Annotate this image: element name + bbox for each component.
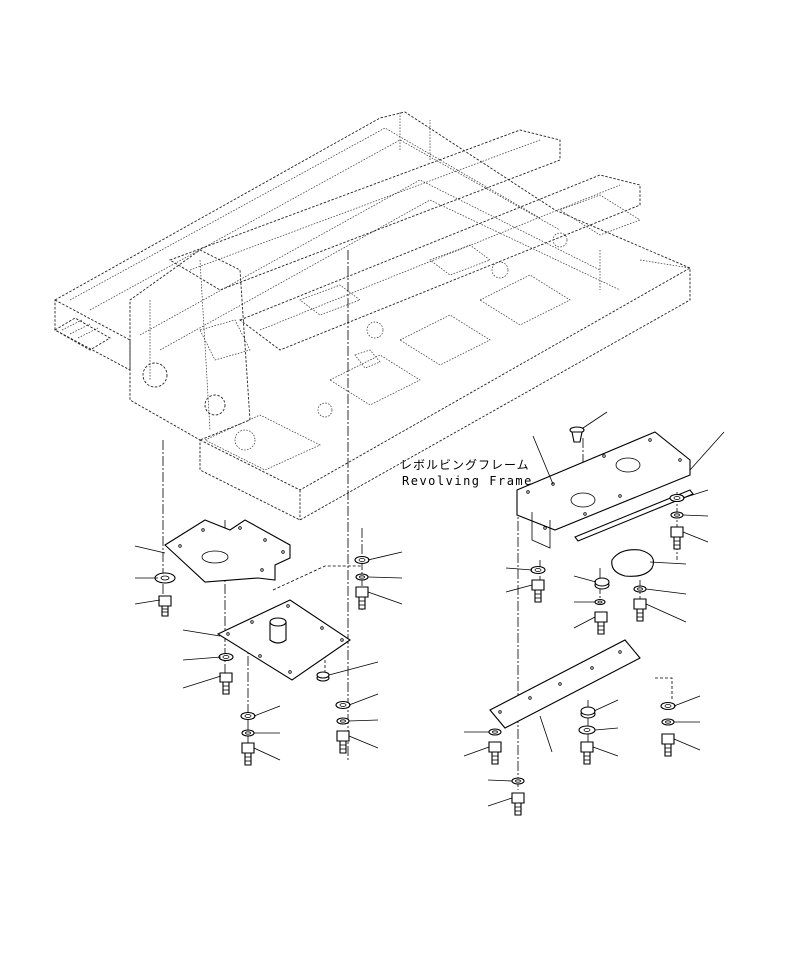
washer-center-2[interactable]	[335, 700, 351, 725]
bolt-right-4[interactable]	[633, 598, 647, 622]
washer-right-5[interactable]	[578, 706, 596, 735]
washer-right-7[interactable]	[488, 728, 502, 736]
pin-top-right[interactable]	[569, 426, 585, 443]
bolt-right-7[interactable]	[488, 741, 502, 765]
washer-right-8[interactable]	[511, 777, 525, 785]
bolt-right-8[interactable]	[511, 792, 525, 816]
washer-left-2[interactable]	[218, 652, 234, 662]
leader-lines	[134, 411, 725, 807]
seal-strip-right[interactable]	[574, 489, 694, 542]
washer-right-3[interactable]	[594, 577, 610, 606]
bolt-left-3[interactable]	[241, 742, 255, 766]
bolt-left-2[interactable]	[219, 672, 233, 695]
washer-right-6[interactable]	[660, 701, 676, 726]
washer-center-1[interactable]	[354, 555, 370, 581]
nut-left-center[interactable]	[316, 671, 330, 682]
frame-label-japanese: レボルビングフレーム	[400, 458, 530, 472]
bolt-right-2[interactable]	[531, 579, 545, 603]
bolt-right-1[interactable]	[670, 526, 684, 550]
bolt-right-6[interactable]	[661, 733, 675, 757]
bolt-left-1[interactable]	[158, 595, 172, 617]
washer-left-3[interactable]	[240, 711, 256, 737]
cover-plate-upper-left[interactable]	[164, 519, 291, 583]
round-cover-right[interactable]	[611, 549, 655, 577]
frame-label-english: Revolving Frame	[402, 474, 533, 488]
bolt-right-5[interactable]	[580, 741, 594, 765]
washer-right-2[interactable]	[530, 565, 546, 575]
cover-plate-lower-left[interactable]	[216, 599, 351, 681]
washer-right-1[interactable]	[669, 493, 685, 519]
revolving-frame-outline	[54, 111, 691, 521]
cover-plate-lower-right[interactable]	[489, 639, 641, 729]
center-lines	[162, 250, 678, 790]
bolt-center-2[interactable]	[336, 730, 350, 754]
washer-right-4[interactable]	[633, 585, 647, 593]
bolt-center-1[interactable]	[355, 586, 369, 610]
cover-plate-upper-right[interactable]	[516, 431, 691, 549]
bolt-right-3[interactable]	[594, 611, 608, 635]
